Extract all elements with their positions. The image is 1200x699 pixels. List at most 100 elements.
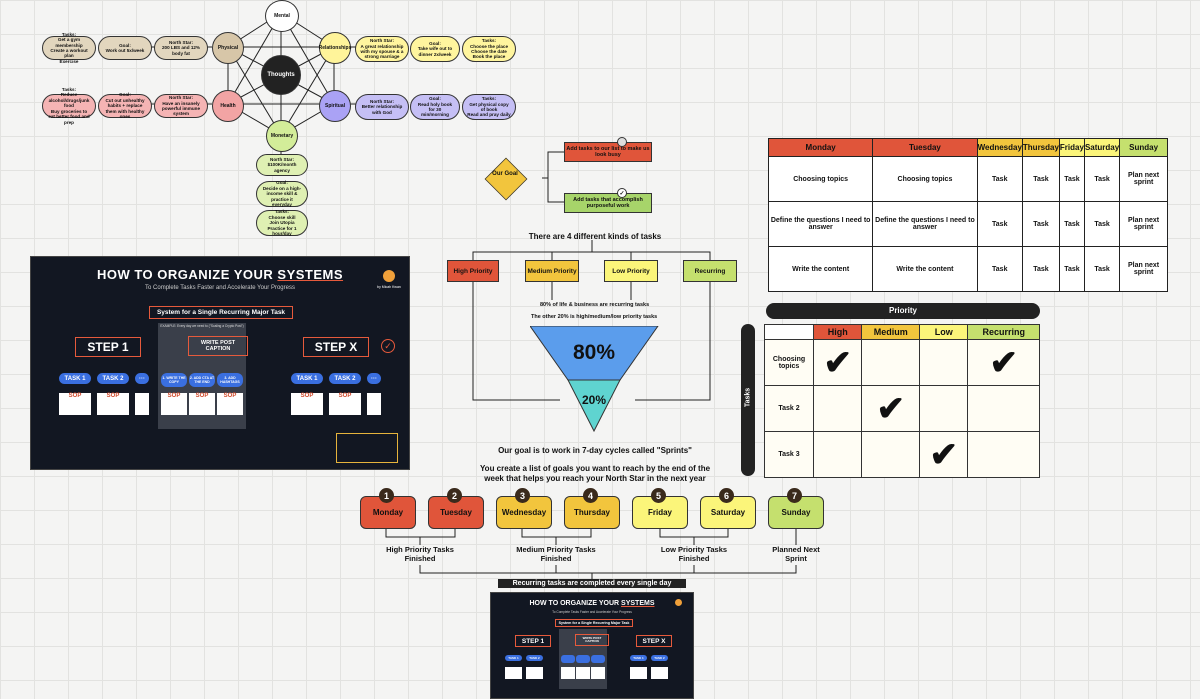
systems-card-small[interactable]: HOW TO ORGANIZE YOUR SYSTEMS To Complete… bbox=[490, 592, 694, 699]
physical-goal[interactable]: Goal: Work out 5x/week bbox=[98, 36, 152, 60]
relationships-goal[interactable]: Goal: Take wife out to dinner 2x/week bbox=[410, 36, 460, 62]
small-sop bbox=[561, 667, 575, 679]
small-sop bbox=[526, 667, 543, 679]
day-number-badge: 5 bbox=[651, 488, 666, 503]
priority-cell[interactable] bbox=[918, 339, 969, 386]
physical-tasks[interactable]: Tasks: Get a gym membership Create a wor… bbox=[42, 32, 96, 64]
systems-card-title: HOW TO ORGANIZE YOUR SYSTEMS bbox=[96, 267, 344, 282]
schedule-cell[interactable]: Task bbox=[976, 246, 1023, 292]
busy-tasks-box[interactable]: Add tasks to our list to make us look bu… bbox=[564, 142, 652, 162]
mindmap-node-mental[interactable]: Mental bbox=[265, 0, 299, 32]
card-subtask-2: 2. ADD CTA AT THE END bbox=[189, 373, 215, 387]
mindmap-center[interactable]: Thoughts bbox=[261, 55, 301, 95]
systems-card-system-label: System for a Single Recurring Major Task bbox=[149, 306, 293, 319]
systems-card[interactable]: HOW TO ORGANIZE YOUR SYSTEMS To Complete… bbox=[30, 256, 410, 470]
day-monday[interactable]: Monday bbox=[360, 496, 416, 529]
schedule-cell[interactable]: Task bbox=[1021, 246, 1060, 292]
mindmap-node-monetary[interactable]: Monetary bbox=[266, 120, 298, 152]
small-step-x-box: STEP X bbox=[636, 635, 672, 647]
small-task-1: TASK 1 bbox=[505, 655, 522, 661]
card-task-1: TASK 1 bbox=[59, 373, 91, 384]
small-sop bbox=[591, 667, 605, 679]
sprint-bracket-lines bbox=[385, 529, 797, 579]
priority-cell[interactable] bbox=[918, 385, 969, 432]
priority-cell[interactable]: ✔ bbox=[812, 339, 863, 386]
mindmap-node-physical[interactable]: Physical bbox=[212, 32, 244, 64]
priority-cell[interactable] bbox=[812, 385, 863, 432]
small-write-caption-box: WRITE POST CAPTION bbox=[575, 634, 609, 646]
priority-cell[interactable] bbox=[967, 385, 1040, 432]
priority-col-recurring: Recurring bbox=[967, 324, 1040, 340]
kind-recurring[interactable]: Recurring bbox=[683, 260, 737, 282]
card-sop: SOP bbox=[329, 393, 361, 415]
goal-flow-lines bbox=[542, 151, 564, 203]
schedule-cell[interactable]: Choosing topics bbox=[872, 156, 978, 202]
day-tuesday[interactable]: Tuesday bbox=[428, 496, 484, 529]
schedule-cell[interactable]: Task bbox=[1083, 246, 1121, 292]
kind-medium-priority[interactable]: Medium Priority bbox=[525, 260, 579, 282]
relationships-tasks[interactable]: Tasks: Choose the place Choose the date … bbox=[462, 36, 516, 62]
purposeful-tasks-indicator: ✓ bbox=[617, 188, 627, 198]
schedule-cell[interactable]: Task bbox=[1083, 156, 1121, 202]
schedule-cell[interactable]: Plan next sprint bbox=[1119, 156, 1168, 202]
day-number-badge: 4 bbox=[583, 488, 598, 503]
small-task-1b: TASK 1 bbox=[630, 655, 647, 661]
schedule-col-monday: Monday bbox=[767, 138, 874, 157]
check-circle-icon: ✓ bbox=[381, 339, 395, 353]
spiritual-north-star[interactable]: North Star: Better relationship with God bbox=[355, 94, 409, 120]
mindmap-node-health[interactable]: Health bbox=[212, 90, 244, 122]
health-goal[interactable]: Goal: Cut out unhealthy habits + replace… bbox=[98, 92, 152, 119]
relationships-north-star[interactable]: North Star: A great relationship with my… bbox=[355, 36, 409, 62]
purposeful-tasks-box[interactable]: Add tasks that accomplish purposeful wor… bbox=[564, 193, 652, 213]
priority-cell[interactable]: ✔ bbox=[967, 339, 1040, 386]
health-north-star[interactable]: North Star: Have an insanely powerful im… bbox=[154, 94, 208, 118]
priority-side-label: Tasks bbox=[744, 387, 752, 408]
schedule-cell[interactable]: Task bbox=[976, 201, 1023, 247]
day-number-badge: 7 bbox=[787, 488, 802, 503]
priority-col-low: Low bbox=[918, 324, 969, 340]
schedule-cell[interactable]: Choosing topics bbox=[767, 156, 874, 202]
physical-north-star[interactable]: North Star: 200 LBS and 12% body fat bbox=[154, 36, 208, 60]
priority-cell[interactable]: ✔ bbox=[918, 431, 969, 478]
write-caption-box: WRITE POST CAPTION bbox=[188, 336, 248, 356]
kind-high-priority[interactable]: High Priority bbox=[447, 260, 499, 282]
priority-row: Task 3 ✔ bbox=[764, 431, 1040, 478]
busy-tasks-indicator bbox=[617, 137, 627, 147]
monetary-north-star[interactable]: North Star: $100K/month agency bbox=[256, 154, 308, 176]
priority-cell[interactable] bbox=[967, 431, 1040, 478]
spiritual-tasks[interactable]: Tasks: Get physical copy of book Read an… bbox=[462, 94, 516, 120]
schedule-cell[interactable]: Plan next sprint bbox=[1119, 246, 1168, 292]
priority-cell[interactable] bbox=[861, 339, 920, 386]
card-sop: SOP bbox=[161, 393, 187, 415]
schedule-row: Choosing topics Choosing topics Task Tas… bbox=[767, 156, 1168, 202]
schedule-table: Monday Tuesday Wednesday Thursday Friday… bbox=[767, 138, 1168, 292]
schedule-cell[interactable]: Define the questions I need to answer bbox=[872, 201, 978, 247]
schedule-cell[interactable]: Task bbox=[1021, 156, 1060, 202]
health-tasks[interactable]: Tasks: Reduce alcohol/drugs/junk food Bu… bbox=[42, 87, 96, 125]
monetary-tasks[interactable]: Tasks: Choose skill Join Utopia Practice… bbox=[256, 209, 308, 236]
schedule-cell[interactable]: Task bbox=[1083, 201, 1121, 247]
schedule-cell[interactable]: Task bbox=[976, 156, 1023, 202]
day-number-badge: 1 bbox=[379, 488, 394, 503]
kind-low-priority[interactable]: Low Priority bbox=[604, 260, 658, 282]
mindmap-node-spiritual[interactable]: Spiritual bbox=[319, 90, 351, 122]
schedule-cell[interactable]: Task bbox=[1058, 201, 1085, 247]
card-task-more-b: ··· bbox=[367, 373, 381, 384]
schedule-cell[interactable]: Define the questions I need to answer bbox=[767, 201, 874, 247]
monetary-goal[interactable]: Goal: Decide on a high-income skill & pr… bbox=[256, 180, 308, 207]
schedule-cell[interactable]: Task bbox=[1021, 201, 1060, 247]
systems-card-small-subtitle: To Complete Tasks Faster and Accelerate … bbox=[552, 610, 632, 614]
schedule-cell[interactable]: Plan next sprint bbox=[1119, 201, 1168, 247]
group-planned-next: Planned Next Sprint bbox=[772, 545, 820, 563]
priority-row-label: Choosing topics bbox=[764, 339, 814, 386]
schedule-cell[interactable]: Write the content bbox=[872, 246, 978, 292]
priority-cell[interactable] bbox=[812, 431, 863, 478]
mindmap-node-relationships[interactable]: Relationships bbox=[319, 32, 351, 64]
spiritual-goal[interactable]: Goal: Read holy book for 30 min/morning bbox=[410, 94, 460, 120]
schedule-cell[interactable]: Write the content bbox=[767, 246, 874, 292]
schedule-cell[interactable]: Task bbox=[1058, 246, 1085, 292]
priority-cell[interactable] bbox=[861, 431, 920, 478]
goal-diamond[interactable]: Our Goal bbox=[484, 157, 528, 201]
priority-cell[interactable]: ✔ bbox=[861, 385, 920, 432]
schedule-cell[interactable]: Task bbox=[1058, 156, 1085, 202]
